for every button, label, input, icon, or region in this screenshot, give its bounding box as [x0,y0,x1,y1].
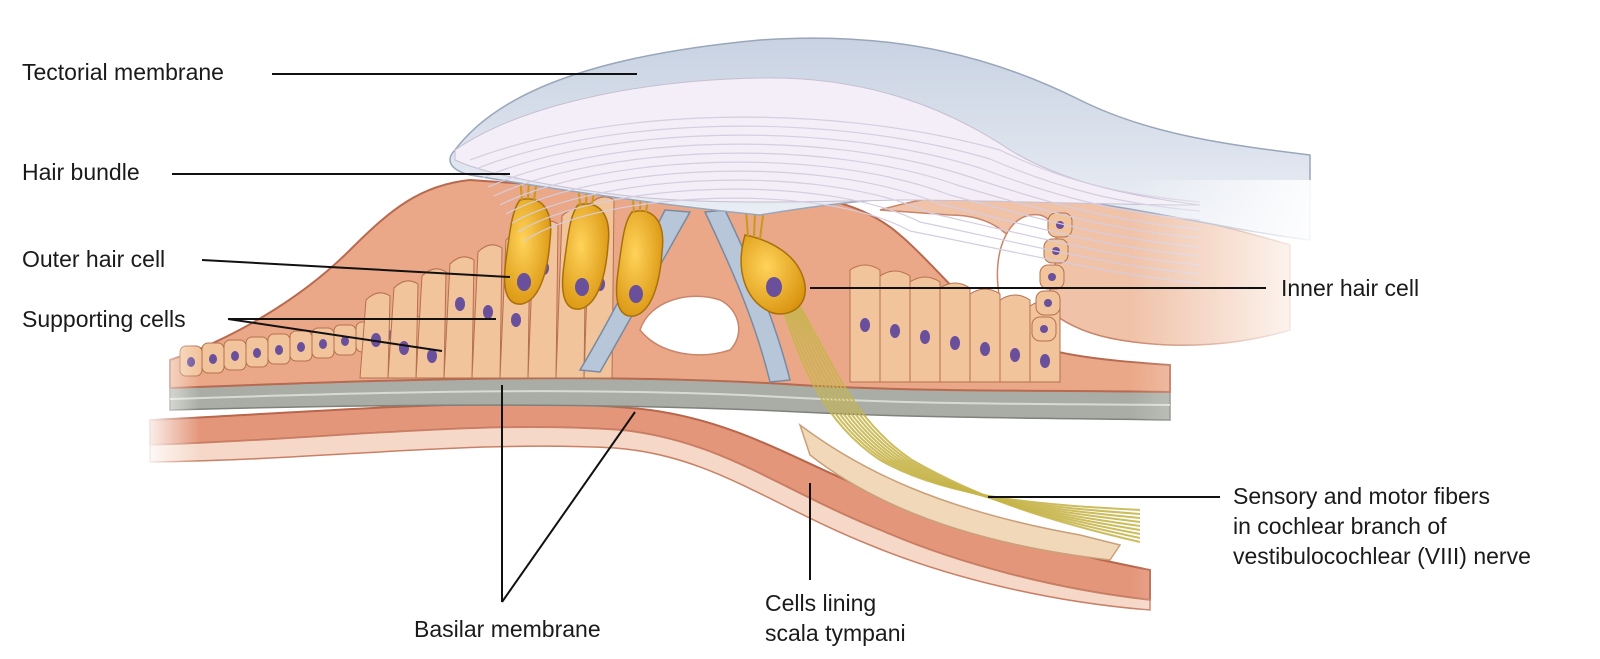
outer-hair-cell-leader [201,259,511,278]
outer-hair-cell-label: Outer hair cell [22,246,165,272]
sensory-fibers-label-line-3: vestibulocochlear (VIII) nerve [1233,543,1531,569]
outer-hair-cell-nucleus [629,285,643,303]
cell-nucleus [1044,299,1052,307]
outer-hair-cell-body [615,210,664,317]
tectorial-fiber [487,143,1201,230]
columnar-cell [909,276,941,383]
right-fade [1130,180,1330,630]
cell-nucleus [980,342,990,356]
nerve-fiber [787,299,1141,527]
sensory-fibers-label-line-1: Sensory and motor fibers [1233,483,1490,509]
cell-nucleus [427,349,437,363]
tectorial-fiber [493,152,1201,239]
cell-nucleus [1010,348,1020,362]
sensory-fibers-label-line-2: in cochlear branch of [1233,513,1447,539]
nerve-fiber [791,299,1141,535]
nerve-fiber [781,299,1141,515]
leader-lines [172,73,1266,603]
cell-nucleus [1056,221,1064,229]
cell-nucleus [231,351,239,361]
tectorial-membrane-label: Tectorial membrane [22,59,224,85]
cell-nucleus [399,341,409,355]
lower-tissue [149,402,1151,611]
nerve-fiber [789,299,1141,531]
cell-nucleus [950,336,960,350]
cell-nucleus [483,305,493,319]
inner-hair-cell-label: Inner hair cell [1281,275,1419,301]
outer-hair-cell-body [503,198,552,305]
outer-hair-cell-nucleus [575,278,589,296]
cell-nucleus [1040,354,1050,368]
cell-nucleus [455,297,465,311]
cell-nucleus [511,313,521,327]
cell-nucleus [319,339,327,349]
cell-nucleus [1040,325,1048,333]
basilar-leader-2 [501,411,636,603]
hair-bundle-label: Hair bundle [22,159,140,185]
supporting-cells-leader-2 [227,318,443,352]
tectorial-fiber [517,188,1201,275]
cell-nucleus [209,354,217,364]
nerve-fiber [779,299,1141,511]
cell-nucleus [253,348,261,358]
tectorial-membrane [449,37,1311,284]
tectorial-fiber [481,134,1201,221]
nerve-fiber [785,299,1141,523]
cell-nucleus [371,333,381,347]
cell-nucleus [1048,273,1056,281]
tectorial-fiber [505,170,1201,257]
basilar-membrane-label: Basilar membrane [414,616,601,642]
columnar-cell [387,280,419,379]
outer-hair-cells [503,177,664,317]
cell-nucleus [890,324,900,338]
nerve-fiber [783,299,1141,519]
cells-lining-label-line-1: Cells lining [765,590,876,616]
columnar-cell [999,294,1031,383]
cell-nucleus [341,336,349,346]
outer-hair-cell-body [561,203,610,310]
inner-hair-cell [740,209,806,315]
supporting-cells-label: Supporting cells [22,306,186,332]
columnar-cell [939,282,971,383]
cell-nucleus [275,345,283,355]
cell-nucleus [297,342,305,352]
left-fade [140,340,200,470]
nerve-fiber [793,299,1141,539]
labels: Tectorial membrane Hair bundle Outer hai… [22,59,1531,646]
outer-hair-cell-nucleus [517,273,531,291]
tectorial-fiber [511,179,1201,266]
columnar-cell [443,256,475,379]
cell-nucleus [920,330,930,344]
tectorial-fiber [523,197,1201,284]
nerve-fiber [795,299,1141,543]
cells-lining-label-line-2: scala tympani [765,620,906,646]
cell-nucleus [860,318,870,332]
columnar-cell [969,288,1001,383]
tectorial-fiber [499,161,1201,248]
tectorial-fiber [475,125,1201,212]
tectorial-fiber [469,116,1201,203]
nerve-fibers [779,299,1141,543]
